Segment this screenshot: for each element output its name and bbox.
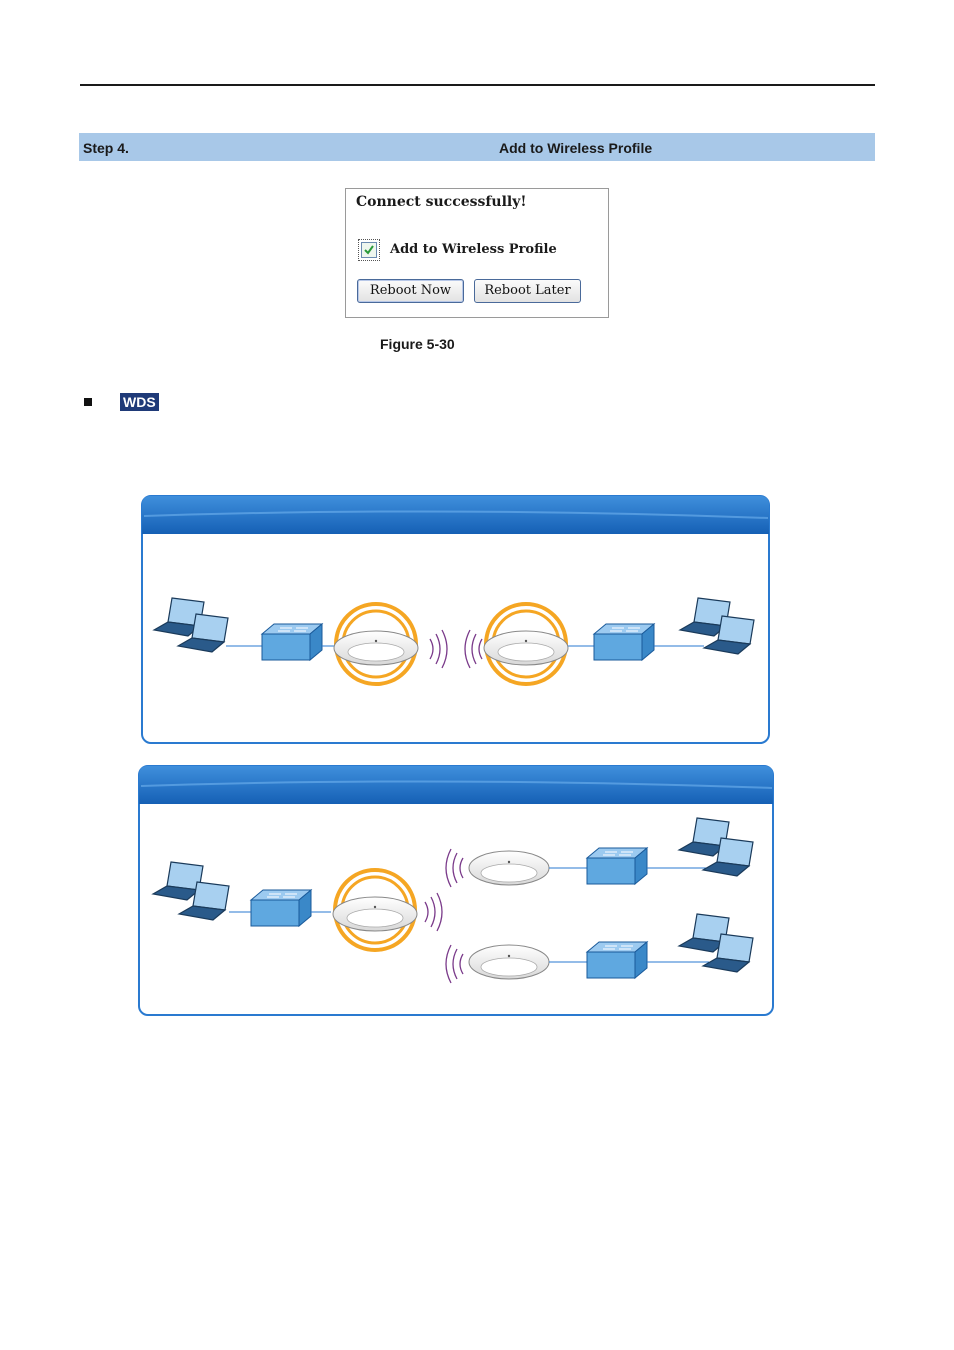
reboot-now-button[interactable]: Reboot Now [357,279,464,303]
laptop-icon [177,881,230,921]
section-title: WDS [120,393,159,411]
top-rule [80,84,875,86]
wireless-wave-icon [424,892,443,932]
switch-icon [585,940,649,980]
wireless-wave-icon [445,848,464,888]
laptop-icon [176,613,229,653]
access-point-icon [468,850,550,886]
dialog-message: Connect successfully! [356,194,527,210]
checkbox-label: Add to Wireless Profile [390,242,557,257]
wireless-wave-icon [445,944,464,984]
access-point-icon [468,944,550,980]
switch-icon [585,846,649,886]
step-header-bar: Step 4. Add to Wireless Profile [79,133,875,161]
switch-icon [260,622,324,662]
laptop-icon [701,837,754,877]
switch-icon [249,888,313,928]
laptop-icon [701,933,754,973]
wds-diagram-ptmp [137,764,777,1018]
figure-caption: Figure 5-30 [380,336,455,352]
checkmark-icon [364,245,374,255]
connect-dialog: Connect successfully! Add to Wireless Pr… [345,188,609,318]
panel-header-band [142,496,769,534]
access-point-icon [333,602,419,686]
step-title: Add to Wireless Profile [499,140,653,156]
reboot-later-button[interactable]: Reboot Later [474,279,581,303]
wireless-wave-icon [429,629,483,669]
step-number: Step 4. [83,140,129,156]
switch-icon [592,622,656,662]
wds-diagram-ptp [140,494,772,746]
access-point-icon [332,868,418,952]
panel-header-band [139,766,773,804]
add-profile-checkbox[interactable] [358,239,380,261]
laptop-icon [151,861,204,901]
laptop-icon [702,615,755,655]
access-point-icon [483,602,569,686]
bullet-square-icon [84,398,92,406]
